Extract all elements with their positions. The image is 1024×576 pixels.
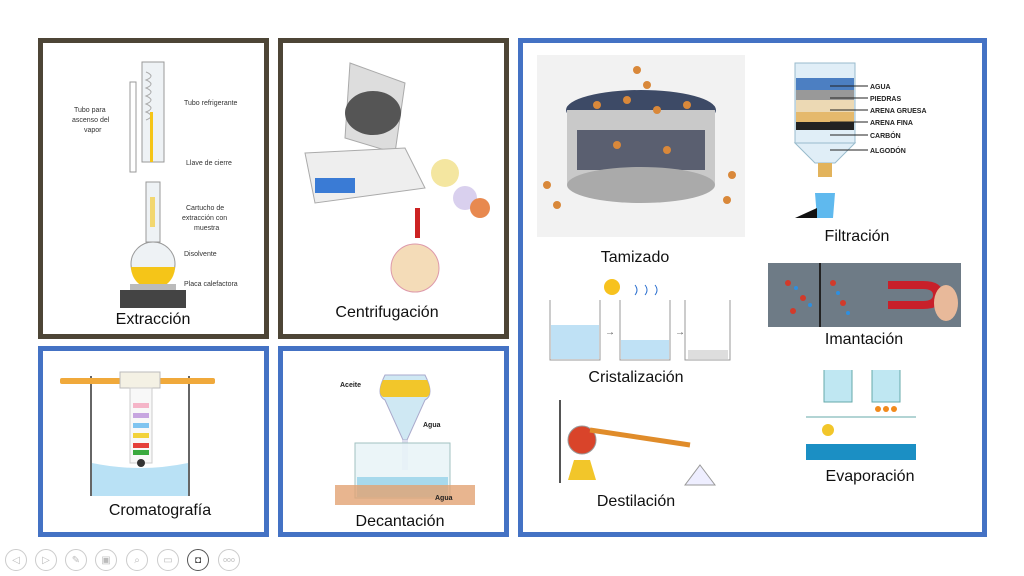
svg-text:vapor: vapor: [84, 127, 102, 134]
cristalizacion-title: Cristalización: [588, 369, 684, 386]
zoom-button[interactable]: ⌕: [126, 549, 148, 571]
svg-text:Llave de cierre: Llave de cierre: [186, 160, 232, 167]
svg-text:→: →: [675, 327, 685, 338]
svg-text:ARENA FINA: ARENA FINA: [870, 120, 913, 127]
svg-text:Agua: Agua: [423, 422, 441, 429]
svg-text:Placa calefactora: Placa calefactora: [184, 281, 238, 288]
svg-text:ARENA GRUESA: ARENA GRUESA: [870, 108, 927, 115]
svg-text:Cartucho de: Cartucho de: [186, 205, 224, 212]
svg-text:Tubo refrigerante: Tubo refrigerante: [184, 100, 238, 107]
evaporacion-title: Evaporación: [825, 468, 915, 485]
extraccion-title: Extracción: [115, 311, 191, 328]
svg-text:AGUA: AGUA: [870, 84, 891, 91]
subtitles-button[interactable]: ▭: [157, 549, 179, 571]
previous-slide-button[interactable]: ◁: [5, 549, 27, 571]
centrifuge-image: [304, 62, 490, 293]
centrifugacion-title: Centrifugación: [335, 304, 439, 321]
svg-text:ALGODÓN: ALGODÓN: [870, 146, 906, 155]
cromatografia-title: Cromatografía: [108, 502, 212, 519]
crystallization-image: → →: [549, 279, 731, 361]
more-options-button[interactable]: ooo: [218, 549, 240, 571]
camera-button[interactable]: ◘: [187, 549, 209, 571]
svg-text:Agua: Agua: [435, 495, 453, 502]
more-icon: ooo: [223, 556, 235, 564]
svg-text:Tubo para: Tubo para: [74, 107, 106, 114]
decantacion-title: Decantación: [355, 513, 445, 530]
svg-text:PIEDRAS: PIEDRAS: [870, 96, 901, 103]
magnet-image: [768, 263, 961, 327]
distillation-image: [559, 400, 716, 486]
filtracion-title: Filtración: [824, 228, 890, 245]
sieve-image: [537, 55, 745, 237]
svg-text:→: →: [605, 327, 615, 338]
svg-text:muestra: muestra: [194, 225, 219, 232]
separatory-funnel-image: Aceite Agua Agua: [335, 374, 475, 505]
chromatography-image: [60, 371, 215, 496]
svg-text:ascenso del: ascenso del: [72, 117, 110, 124]
svg-text:CARBÓN: CARBÓN: [870, 131, 901, 140]
soxhlet-extractor-image: Tubo para ascenso del vapor Tubo refrige…: [72, 61, 238, 308]
next-slide-button[interactable]: ▷: [35, 549, 57, 571]
evaporation-image: [766, 362, 958, 462]
filtration-image: AGUA PIEDRAS ARENA GRUESA ARENA FINA CAR…: [793, 62, 927, 218]
pen-tool-button[interactable]: ✎: [65, 549, 87, 571]
destilacion-title: Destilación: [596, 493, 676, 510]
imantacion-title: Imantación: [824, 331, 904, 348]
see-all-slides-button[interactable]: ▣: [95, 549, 117, 571]
svg-text:extracción con: extracción con: [182, 215, 227, 222]
tamizado-title: Tamizado: [600, 249, 670, 266]
svg-text:Disolvente: Disolvente: [184, 251, 217, 258]
svg-text:Aceite: Aceite: [340, 382, 361, 389]
